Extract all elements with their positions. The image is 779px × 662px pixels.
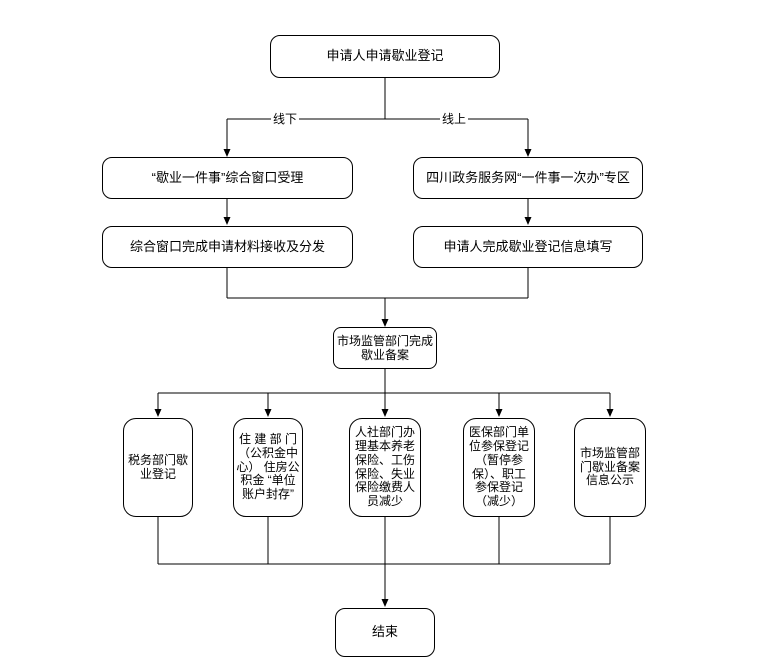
node-end-label: 结束 [371, 624, 398, 640]
node-medical-label: 医保部门单 位参保登记 （暂停参 保）、职工 参保登记 （减少） [468, 424, 529, 509]
node-publicity-label: 市场监管部 门歇业备案 信息公示 [579, 445, 640, 488]
node-tax: 税务部门歇 业登记 [123, 418, 193, 517]
node-market-filing-label: 市场监管部门完成 歇业备案 [336, 333, 433, 362]
node-offline-dispatch-label: 综合窗口完成申请材料接收及分发 [129, 238, 325, 254]
node-start: 申请人申请歇业登记 [270, 35, 500, 78]
edge-label-online: 线上 [439, 112, 469, 126]
node-start-label: 申请人申请歇业登记 [326, 48, 444, 64]
node-offline-dispatch: 综合窗口完成申请材料接收及分发 [102, 226, 353, 268]
edge-label-offline: 线下 [270, 112, 300, 126]
node-online-zone: 四川政务服务网“一件事一次办”专区 [413, 157, 643, 199]
node-hr-social-label: 人社部门办 理基本养老 保险、工伤 保险、失业 保险缴费人 员减少 [354, 424, 415, 509]
node-hr-social: 人社部门办 理基本养老 保险、工伤 保险、失业 保险缴费人 员减少 [349, 418, 421, 517]
node-market-filing: 市场监管部门完成 歇业备案 [333, 327, 437, 369]
node-online-fill-label: 申请人完成歇业登记信息填写 [443, 238, 613, 254]
node-offline-accept-label: “歇业一件事”综合窗口受理 [151, 169, 304, 185]
node-end: 结束 [335, 608, 435, 657]
node-online-fill: 申请人完成歇业登记信息填写 [413, 226, 643, 268]
node-publicity: 市场监管部 门歇业备案 信息公示 [574, 418, 646, 517]
node-housing: 住 建 部 门 （公积金中 心） 住房公 积金 “单位 账户封存” [233, 418, 303, 517]
node-offline-accept: “歇业一件事”综合窗口受理 [102, 157, 353, 199]
node-tax-label: 税务部门歇 业登记 [127, 452, 188, 481]
node-medical: 医保部门单 位参保登记 （暂停参 保）、职工 参保登记 （减少） [463, 418, 535, 517]
node-online-zone-label: 四川政务服务网“一件事一次办”专区 [426, 169, 630, 185]
node-housing-label: 住 建 部 门 （公积金中 心） 住房公 积金 “单位 账户封存” [236, 431, 300, 502]
